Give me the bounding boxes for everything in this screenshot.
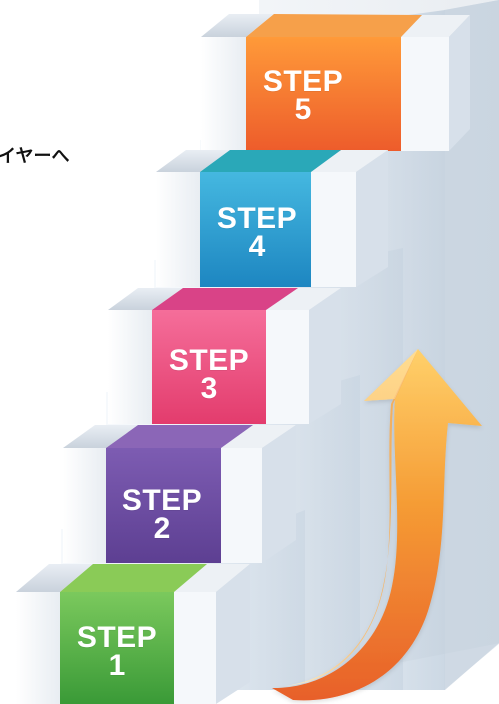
step-word-3: STEP [150, 347, 268, 375]
step-number-2: 2 [103, 515, 221, 543]
step-number-5: 5 [244, 96, 362, 124]
step-word-2: STEP [103, 487, 221, 515]
step-label-2: STEP 2 [103, 487, 221, 542]
step-number-1: 1 [58, 652, 176, 680]
step-number-3: 3 [150, 375, 268, 403]
step-word-4: STEP [198, 205, 316, 233]
cropped-caption-text: イヤーへ [0, 142, 69, 168]
step-label-5: STEP 5 [244, 68, 362, 123]
step-word-5: STEP [244, 68, 362, 96]
step-word-1: STEP [58, 624, 176, 652]
step-label-1: STEP 1 [58, 624, 176, 679]
step-number-4: 4 [198, 233, 316, 261]
step-label-3: STEP 3 [150, 347, 268, 402]
step-label-4: STEP 4 [198, 205, 316, 260]
